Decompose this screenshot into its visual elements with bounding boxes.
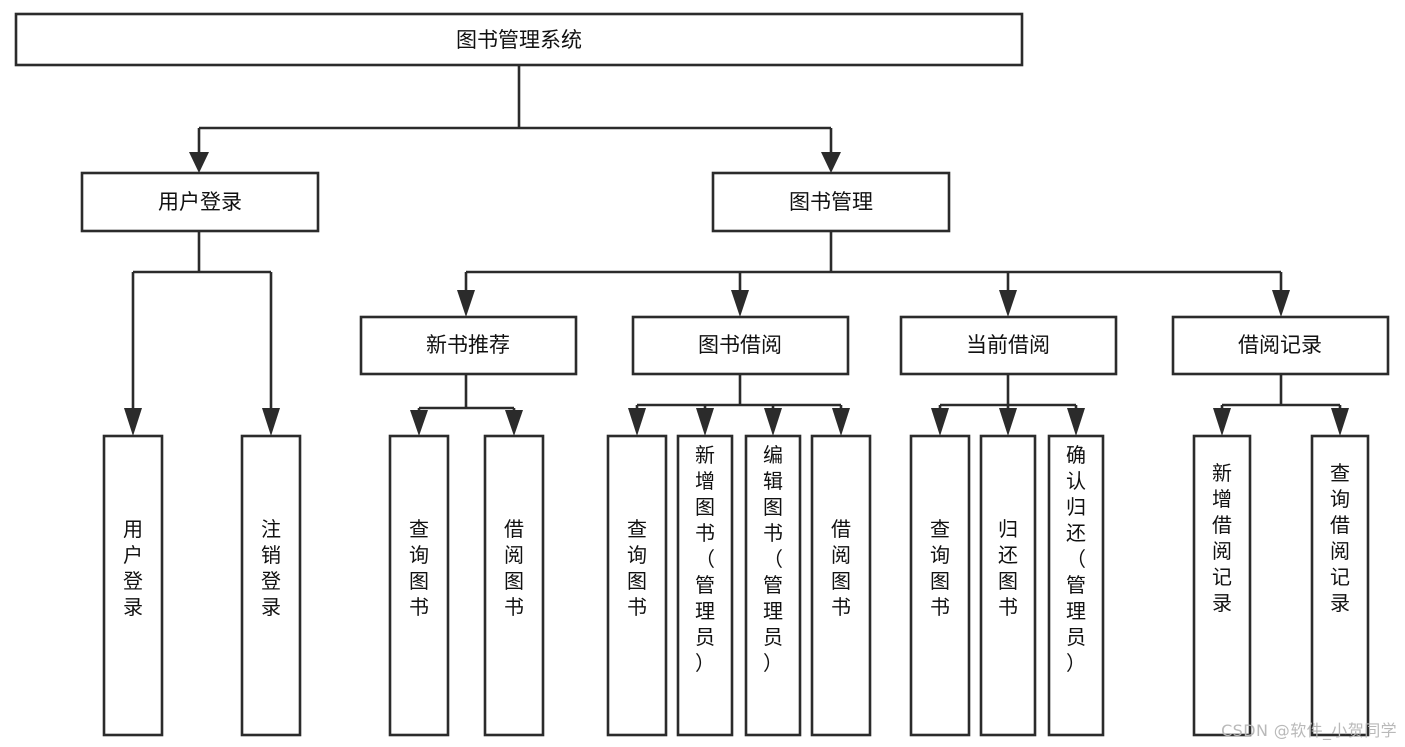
arrow-head-leaf7 bbox=[764, 408, 782, 436]
node-current-label: 当前借阅 bbox=[966, 333, 1050, 357]
node-leaf10-label: 归还图书 bbox=[998, 517, 1018, 619]
node-leaf9-label: 查询图书 bbox=[930, 517, 950, 619]
node-current-box[interactable] bbox=[899, 315, 1118, 376]
arrow-head-leaf8 bbox=[832, 408, 850, 436]
node-leaf13-box[interactable] bbox=[1310, 434, 1370, 737]
node-borrow[interactable]: 图书借阅 bbox=[631, 315, 850, 376]
node-bookmgmt-label: 图书管理 bbox=[789, 190, 873, 214]
node-leaf11-label: 确认归还（管理员） bbox=[1066, 443, 1086, 675]
node-login-box[interactable] bbox=[80, 171, 320, 233]
node-record-box[interactable] bbox=[1171, 315, 1390, 376]
arrow-head-leaf5 bbox=[628, 408, 646, 436]
node-leaf3-box[interactable] bbox=[388, 434, 450, 737]
node-leaf10-box[interactable] bbox=[979, 434, 1037, 737]
node-leaf13[interactable]: 查询借阅记录 bbox=[1310, 434, 1370, 737]
node-leaf4-box[interactable] bbox=[483, 434, 545, 737]
arrow-head-leaf4 bbox=[505, 410, 523, 436]
arrow-head-leaf13 bbox=[1331, 408, 1349, 436]
connector-layer bbox=[124, 65, 1349, 436]
arrow-head-newbook bbox=[457, 290, 475, 317]
arrow-head-leaf2 bbox=[262, 408, 280, 436]
arrow-head-record bbox=[1272, 290, 1290, 317]
node-leaf1-box[interactable] bbox=[102, 434, 164, 737]
arrow-head-borrow bbox=[731, 290, 749, 317]
node-leaf1-label: 用户登录 bbox=[123, 517, 143, 619]
node-leaf8-box[interactable] bbox=[810, 434, 872, 737]
node-borrow-label: 图书借阅 bbox=[698, 333, 782, 357]
node-leaf7-label: 编辑图书（管理员） bbox=[763, 443, 783, 675]
node-leaf6-label: 新增图书（管理员） bbox=[695, 443, 715, 675]
node-login[interactable]: 用户登录 bbox=[80, 171, 320, 233]
node-newbook-box[interactable] bbox=[359, 315, 578, 376]
node-record[interactable]: 借阅记录 bbox=[1171, 315, 1390, 376]
node-leaf7[interactable]: 编辑图书（管理员） bbox=[744, 434, 802, 737]
node-leaf2-box[interactable] bbox=[240, 434, 302, 737]
node-leaf6-box[interactable] bbox=[676, 434, 734, 737]
node-root[interactable]: 图书管理系统 bbox=[14, 12, 1024, 67]
node-leaf8[interactable]: 借阅图书 bbox=[810, 434, 872, 737]
arrow-head-leaf6 bbox=[696, 408, 714, 436]
node-leaf12[interactable]: 新增借阅记录 bbox=[1192, 434, 1252, 737]
node-leaf3-label: 查询图书 bbox=[409, 517, 429, 619]
node-record-label: 借阅记录 bbox=[1238, 333, 1322, 357]
arrow-head-leaf12 bbox=[1213, 408, 1231, 436]
node-leaf11-box[interactable] bbox=[1047, 434, 1105, 737]
arrow-head-leaf11 bbox=[1067, 408, 1085, 436]
node-leaf1[interactable]: 用户登录 bbox=[102, 434, 164, 737]
arrow-head-login bbox=[189, 152, 209, 173]
node-leaf4-label: 借阅图书 bbox=[504, 517, 524, 619]
node-leaf2[interactable]: 注销登录 bbox=[240, 434, 302, 737]
node-newbook[interactable]: 新书推荐 bbox=[359, 315, 578, 376]
csdn-watermark: CSDN @软件_小贺同学 bbox=[1221, 721, 1397, 740]
node-leaf5-label: 查询图书 bbox=[627, 517, 647, 619]
node-root-box[interactable] bbox=[14, 12, 1024, 67]
node-root-label: 图书管理系统 bbox=[456, 28, 582, 52]
node-leaf5-box[interactable] bbox=[606, 434, 668, 737]
node-login-label: 用户登录 bbox=[158, 190, 242, 214]
arrow-head-leaf9 bbox=[931, 408, 949, 436]
node-leaf3[interactable]: 查询图书 bbox=[388, 434, 450, 737]
node-leaf12-label: 新增借阅记录 bbox=[1212, 461, 1232, 615]
node-leaf9-box[interactable] bbox=[909, 434, 971, 737]
arrow-head-leaf10 bbox=[999, 408, 1017, 436]
arrow-head-leaf3 bbox=[410, 410, 428, 436]
node-leaf11[interactable]: 确认归还（管理员） bbox=[1047, 434, 1105, 737]
node-leaf2-label: 注销登录 bbox=[261, 517, 281, 619]
node-leaf6[interactable]: 新增图书（管理员） bbox=[676, 434, 734, 737]
node-leaf13-label: 查询借阅记录 bbox=[1330, 461, 1350, 615]
node-leaf8-label: 借阅图书 bbox=[831, 517, 851, 619]
node-leaf5[interactable]: 查询图书 bbox=[606, 434, 668, 737]
node-leaf7-box[interactable] bbox=[744, 434, 802, 737]
arrow-head-current bbox=[999, 290, 1017, 317]
node-leaf12-box[interactable] bbox=[1192, 434, 1252, 737]
node-newbook-label: 新书推荐 bbox=[426, 333, 510, 357]
node-leaf9[interactable]: 查询图书 bbox=[909, 434, 971, 737]
node-bookmgmt-box[interactable] bbox=[711, 171, 951, 233]
node-bookmgmt[interactable]: 图书管理 bbox=[711, 171, 951, 233]
arrow-head-bookmgmt bbox=[821, 152, 841, 173]
node-current[interactable]: 当前借阅 bbox=[899, 315, 1118, 376]
node-borrow-box[interactable] bbox=[631, 315, 850, 376]
node-leaf10[interactable]: 归还图书 bbox=[979, 434, 1037, 737]
arrow-head-leaf1 bbox=[124, 408, 142, 436]
node-leaf4[interactable]: 借阅图书 bbox=[483, 434, 545, 737]
